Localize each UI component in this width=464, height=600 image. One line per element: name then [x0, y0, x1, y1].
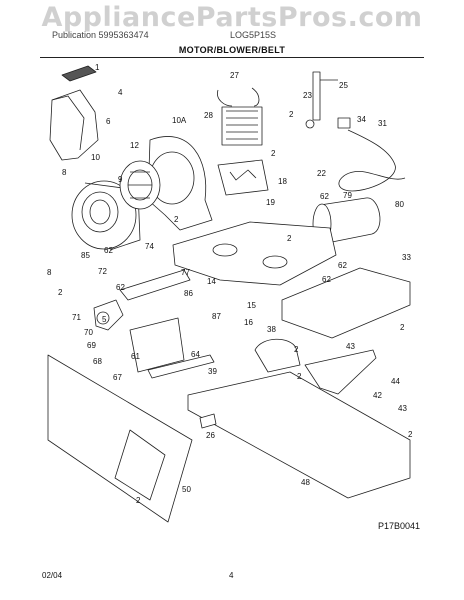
page-number: 4: [229, 571, 234, 580]
callout-2: 2: [174, 215, 179, 224]
callout-85: 85: [81, 251, 90, 260]
callout-18: 18: [278, 177, 287, 186]
header-rule: [40, 57, 424, 58]
callout-23: 23: [303, 91, 312, 100]
watermark: AppliancePartsPros.com: [41, 2, 423, 33]
publication-number: Publication 5995363474: [52, 30, 149, 40]
callout-67: 67: [113, 373, 122, 382]
callout-2: 2: [136, 496, 141, 505]
callout-86: 86: [184, 289, 193, 298]
callout-28: 28: [204, 111, 213, 120]
callout-8: 8: [62, 168, 67, 177]
callout-6: 6: [106, 117, 111, 126]
part-31-power-cord: [337, 117, 406, 192]
callout-48: 48: [301, 478, 310, 487]
part-86-frame: [119, 269, 191, 301]
callout-39: 39: [208, 367, 217, 376]
callout-62: 62: [104, 246, 113, 255]
callout-2: 2: [58, 288, 63, 297]
model-number: LOG5P15S: [230, 30, 277, 40]
callout-10: 10: [91, 153, 100, 162]
callout-74: 74: [145, 242, 154, 251]
callout-62: 62: [320, 192, 329, 201]
callout-43: 43: [346, 342, 355, 351]
callout-33: 33: [402, 253, 411, 262]
callout-71: 71: [72, 313, 81, 322]
callout-16: 16: [244, 318, 253, 327]
callout-72: 72: [98, 267, 107, 276]
callout-27: 27: [230, 71, 239, 80]
callout-79: 79: [343, 191, 352, 200]
callout-77: 77: [181, 268, 190, 277]
callout-2: 2: [408, 430, 413, 439]
part-33-base-panel: [281, 267, 411, 339]
part-6-blower-duct: [49, 89, 99, 161]
callout-15: 15: [247, 301, 256, 310]
callout-25: 25: [339, 81, 348, 90]
part-64-support: [147, 354, 215, 379]
callout-43: 43: [398, 404, 407, 413]
part-28-drive-motor: [217, 87, 263, 146]
callout-62: 62: [116, 283, 125, 292]
callout-34: 34: [357, 115, 366, 124]
page-title: MOTOR/BLOWER/BELT: [178, 45, 286, 55]
callout-80: 80: [395, 200, 404, 209]
part-10-blower-wheel: [71, 180, 141, 251]
callout-50: 50: [182, 485, 191, 494]
callout-10a: 10A: [172, 116, 187, 125]
callout-12: 12: [130, 141, 139, 150]
callout-2: 2: [289, 110, 294, 119]
part-61-bracket: [129, 317, 185, 373]
callout-8: 8: [47, 268, 52, 277]
callout-38: 38: [267, 325, 276, 334]
callout-64: 64: [191, 350, 200, 359]
callout-70: 70: [84, 328, 93, 337]
callout-1: 1: [95, 63, 100, 72]
callout-19: 19: [266, 198, 275, 207]
callout-2: 2: [294, 345, 299, 354]
callout-44: 44: [391, 377, 400, 386]
part-38-duct: [254, 338, 301, 373]
callout-26: 26: [206, 431, 215, 440]
callout-5: 5: [102, 315, 107, 324]
callout-2: 2: [287, 234, 292, 243]
callout-62: 62: [338, 261, 347, 270]
callout-87: 87: [212, 312, 221, 321]
figure-code: P17B0041: [378, 521, 421, 531]
part-10a-blower-housing: [147, 136, 213, 231]
part-23-25-switch: [305, 71, 338, 129]
part-26-foot: [199, 413, 217, 429]
part-42-channel: [304, 349, 377, 395]
footer-date: 02/04: [42, 571, 63, 580]
callout-4: 4: [118, 88, 123, 97]
part-12-impeller: [119, 160, 161, 210]
callout-62: 62: [322, 275, 331, 284]
callout-61: 61: [131, 352, 140, 361]
motor-base-plate: [172, 221, 337, 286]
callout-2: 2: [297, 372, 302, 381]
part-70-71-idler: [93, 299, 124, 331]
callout-14: 14: [207, 277, 216, 286]
part-50-rear-panel: [47, 354, 193, 523]
part-48-base-pan: [187, 371, 411, 499]
callout-68: 68: [93, 357, 102, 366]
callout-42: 42: [373, 391, 382, 400]
callout-2: 2: [271, 149, 276, 158]
part-18-motor-bracket: [217, 159, 269, 196]
callout-69: 69: [87, 341, 96, 350]
callout-22: 22: [317, 169, 326, 178]
callout-31: 31: [378, 119, 387, 128]
callout-9: 9: [118, 175, 123, 184]
callout-2: 2: [400, 323, 405, 332]
part-1-strip: [61, 65, 97, 82]
